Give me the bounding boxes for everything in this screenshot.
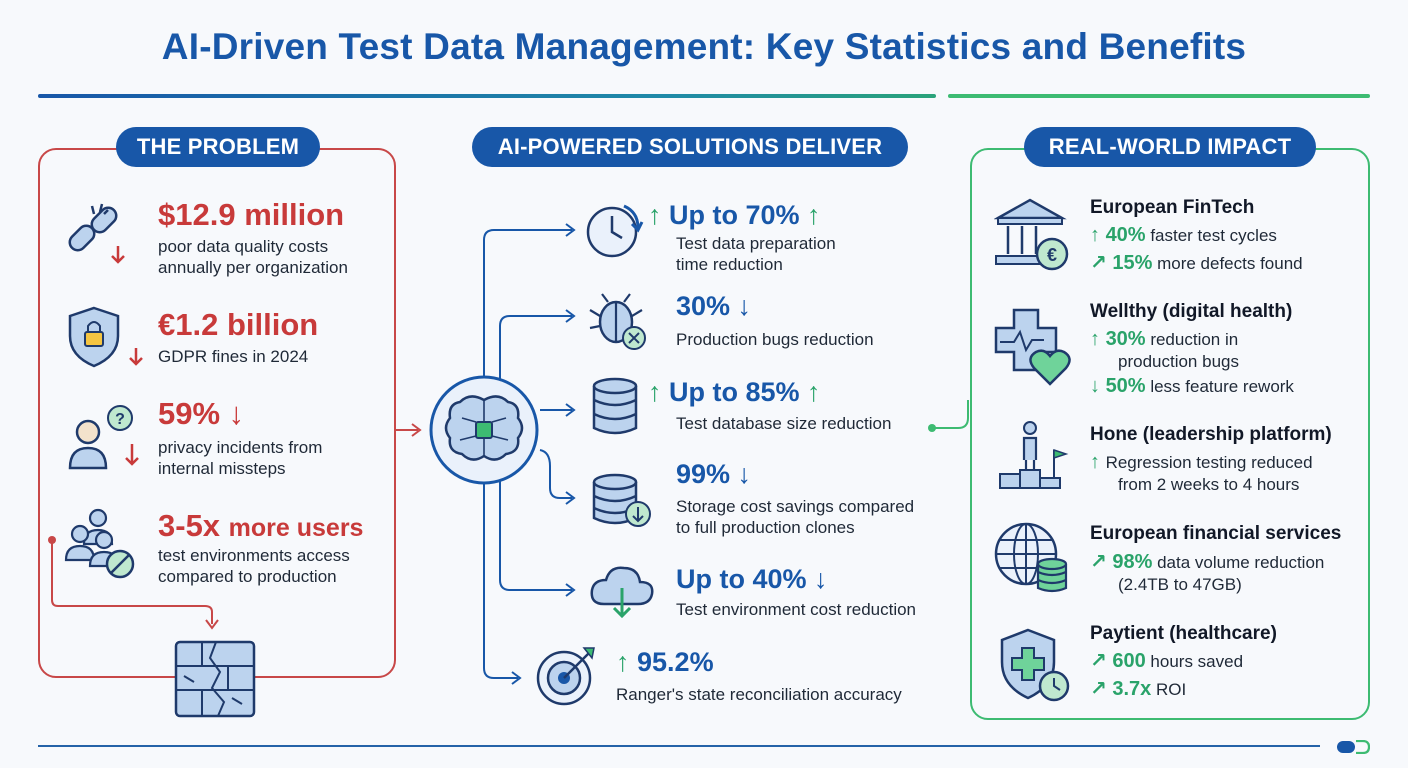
impact-case-3-line-1: ↑ Regression testing reduced	[1090, 451, 1313, 473]
solutions-header: AI-POWERED SOLUTIONS DELIVER	[472, 127, 908, 167]
problem-desc-1b: annually per organization	[158, 258, 348, 277]
impact-case-2-line-1: ↑ 30% reduction in	[1090, 328, 1239, 350]
globe-database-icon	[994, 522, 1068, 593]
impact-case-5-line-2: ↗ 3.7x ROI	[1090, 678, 1187, 700]
problem-desc-2a: GDPR fines in 2024	[158, 347, 309, 366]
health-cross-heart-icon	[994, 308, 1071, 386]
impact-case-1-name: European FinTech	[1090, 197, 1255, 218]
solution-desc-4a: Storage cost savings compared	[676, 497, 915, 516]
svg-text:?: ?	[115, 411, 125, 428]
svg-text:€: €	[1047, 245, 1057, 265]
impact-case-4-line-1: ↗ 98% data volume reduction	[1090, 551, 1325, 573]
ai-brain-icon	[429, 375, 539, 485]
impact-case-3-name: Hone (leadership platform)	[1090, 424, 1332, 445]
bank-euro-icon: €	[994, 198, 1069, 271]
footer-divider	[38, 745, 1320, 747]
solution-desc-5a: Test environment cost reduction	[676, 600, 917, 619]
problem-stat-1: $12.9 million	[158, 197, 345, 232]
impact-case-5-line-1: ↗ 600 hours saved	[1090, 650, 1244, 672]
solution-desc-2a: Production bugs reduction	[676, 330, 874, 349]
impact-case-4-name: European financial services	[1090, 523, 1342, 544]
problem-desc-1a: poor data quality costs	[158, 237, 329, 256]
broken-chain-icon	[68, 203, 125, 264]
solution-desc-4b: to full production clones	[676, 518, 855, 537]
shield-cross-clock-icon	[1000, 628, 1070, 702]
bug-icon	[589, 293, 646, 350]
solution-stat-2: 30% ↓	[676, 291, 752, 321]
solution-desc-1a: Test data preparation	[676, 234, 836, 253]
blocked-users-icon	[64, 508, 135, 579]
solution-stat-3: ↑ Up to 85% ↑	[648, 377, 821, 407]
target-icon	[536, 647, 595, 706]
clock-refresh-icon	[586, 204, 644, 258]
shield-lock-icon	[68, 306, 143, 368]
impact-case-2-line-1b: production bugs	[1118, 352, 1239, 371]
solution-desc-3a: Test database size reduction	[676, 414, 892, 433]
impact-case-1-line-1: ↑ 40% faster test cycles	[1090, 224, 1277, 246]
logo-mark-icon	[1337, 740, 1370, 754]
cloud-download-icon	[590, 566, 654, 619]
solution-stat-6: ↑ 95.2%	[616, 647, 714, 677]
impact-case-5-name: Paytient (healthcare)	[1090, 623, 1277, 644]
impact-case-3-line-1b: from 2 weeks to 4 hours	[1118, 475, 1300, 494]
problem-desc-3b: internal missteps	[158, 459, 286, 478]
podium-flag-icon	[999, 421, 1069, 489]
impact-case-1-line-2: ↗ 15% more defects found	[1090, 252, 1303, 274]
title-divider-left	[38, 94, 936, 98]
impact-header: REAL-WORLD IMPACT	[1024, 127, 1316, 167]
confused-person-icon: ?	[68, 405, 139, 470]
problem-desc-4a: test environments access	[158, 546, 350, 565]
database-icon	[592, 377, 638, 435]
problem-header: THE PROBLEM	[116, 127, 320, 167]
page-title: AI-Driven Test Data Management: Key Stat…	[161, 26, 1247, 67]
impact-case-4-line-1b: (2.4TB to 47GB)	[1118, 575, 1242, 594]
problem-stat-2: €1.2 billion	[158, 307, 319, 342]
impact-case-2-line-2: ↓ 50% less feature rework	[1090, 375, 1294, 397]
problem-desc-4b: compared to production	[158, 567, 337, 586]
impact-case-2-name: Wellthy (digital health)	[1090, 301, 1293, 322]
problem-stat-3: 59% ↓	[158, 396, 245, 431]
solution-desc-6a: Ranger's state reconciliation accuracy	[616, 685, 902, 704]
cracked-database-icon	[174, 640, 256, 718]
solution-stat-1: ↑ Up to 70% ↑	[648, 200, 821, 230]
database-download-icon	[592, 473, 651, 527]
title-divider-right	[948, 94, 1370, 98]
solution-desc-1b: time reduction	[676, 255, 783, 274]
solution-stat-4: 99% ↓	[676, 459, 752, 489]
problem-stat-4: 3-5x more users	[158, 508, 364, 543]
solution-stat-5: Up to 40% ↓	[676, 564, 828, 594]
problem-desc-3a: privacy incidents from	[158, 438, 323, 457]
